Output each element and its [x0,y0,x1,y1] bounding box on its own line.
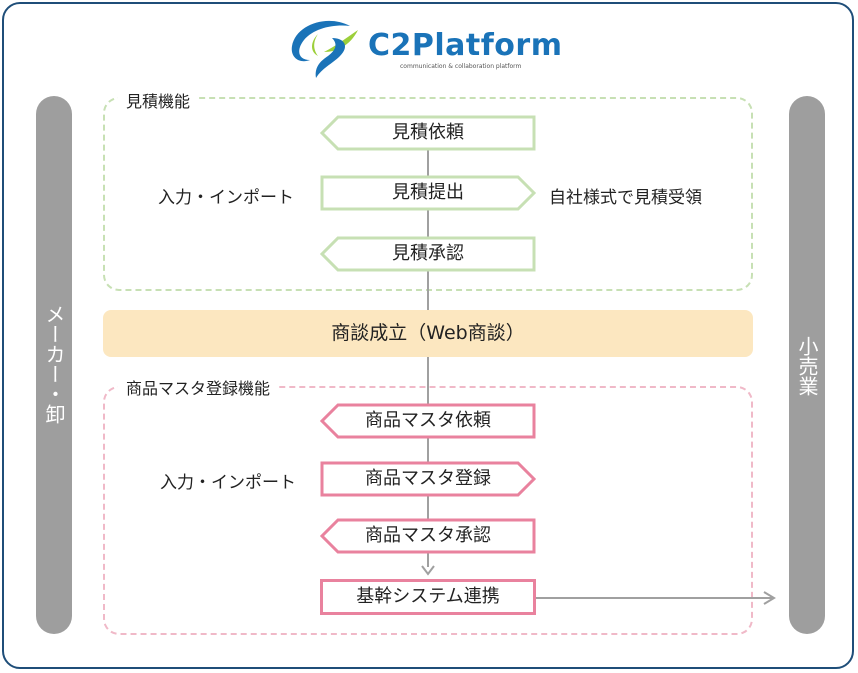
logo: C2Platform communication & collaboration… [288,16,578,82]
step-label: 商品マスタ登録 [365,468,491,489]
product-input-import-label: 入力・インポート [160,473,296,493]
step-label: 商品マスタ依頼 [365,410,491,431]
deal-closed-banner: 商談成立（Web商談） [103,310,753,357]
step-label: 見積依頼 [392,122,464,143]
quote-input-import-label: 入力・インポート [158,188,294,208]
flow-arrowhead-icon [421,565,435,576]
right-arrow-shape-icon [320,175,536,211]
product-approve-step[interactable]: 商品マスタ承認 [320,518,536,554]
quote-receive-note: 自社様式で見積受領 [549,188,702,208]
quote-request-step[interactable]: 見積依頼 [320,115,536,151]
maker-wholesaler-label: メーカー・卸 [42,303,66,424]
product-request-step[interactable]: 商品マスタ依頼 [320,403,536,439]
retailer-label: 小売業 [795,336,819,396]
quote-approve-step[interactable]: 見積承認 [320,236,536,272]
right-arrow-shape-icon [320,461,536,497]
c2-logo-icon [291,20,358,78]
product-master-title: 商品マスタ登録機能 [118,375,279,399]
step-label: 見積提出 [392,182,464,203]
core-system-link-box[interactable]: 基幹システム連携 [320,579,536,615]
quote-function-title: 見積機能 [118,88,199,112]
step-label: 見積承認 [392,243,464,264]
outbound-arrow-icon [536,591,776,605]
retailer-bar: 小売業 [789,96,825,634]
product-register-step[interactable]: 商品マスタ登録 [320,461,536,497]
left-arrow-shape-icon [320,236,536,272]
logo-wordmark: C2Platform [368,28,563,63]
left-arrow-shape-icon [320,403,536,439]
quote-submit-step[interactable]: 見積提出 [320,175,536,211]
maker-wholesaler-bar: メーカー・卸 [36,96,72,634]
step-label: 商品マスタ承認 [365,525,491,546]
left-arrow-shape-icon [320,518,536,554]
quote-flow-line [427,150,429,310]
logo-tagline: communication & collaboration platform [400,63,522,70]
left-arrow-shape-icon [320,115,536,151]
